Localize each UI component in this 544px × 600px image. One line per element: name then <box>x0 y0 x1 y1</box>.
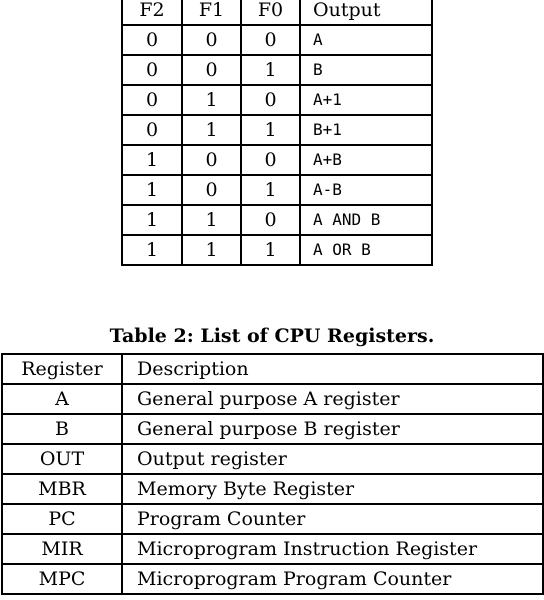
table-row: OUT Output register <box>1 443 544 475</box>
cell-f0: 0 <box>240 24 301 56</box>
cell-output: A <box>299 24 433 56</box>
cell-description: Output register <box>121 443 544 475</box>
cell-f2: 1 <box>121 234 183 266</box>
cell-register: MBR <box>1 473 123 505</box>
cell-f0: 1 <box>240 114 301 146</box>
table-header-row: Register Description <box>1 353 544 385</box>
cell-f1: 0 <box>181 174 242 206</box>
cell-f2: 0 <box>121 24 183 56</box>
header-output: Output <box>299 0 433 26</box>
cell-f2: 0 <box>121 84 183 116</box>
header-f2: F2 <box>121 0 183 26</box>
table-row: MPC Microprogram Program Counter <box>1 563 544 595</box>
table-row: MBR Memory Byte Register <box>1 473 544 505</box>
cell-output: B+1 <box>299 114 433 146</box>
cell-output: A AND B <box>299 204 433 236</box>
cell-f0: 1 <box>240 174 301 206</box>
cell-description: Program Counter <box>121 503 544 535</box>
cell-register: B <box>1 413 123 445</box>
cell-f2: 1 <box>121 144 183 176</box>
cell-f0: 0 <box>240 204 301 236</box>
cell-f1: 1 <box>181 204 242 236</box>
cell-f0: 1 <box>240 234 301 266</box>
table-header-row: F2 F1 F0 Output <box>121 0 433 26</box>
cell-f1: 0 <box>181 54 242 86</box>
cell-f2: 1 <box>121 204 183 236</box>
table-row: 0 1 1 B+1 <box>121 114 433 146</box>
cell-output: A OR B <box>299 234 433 266</box>
table-caption: Table 2: List of CPU Registers. <box>109 325 435 347</box>
cell-f2: 1 <box>121 174 183 206</box>
cell-f1: 0 <box>181 24 242 56</box>
cell-description: General purpose B register <box>121 413 544 445</box>
table-row: A General purpose A register <box>1 383 544 415</box>
header-f0: F0 <box>240 0 301 26</box>
cell-description: General purpose A register <box>121 383 544 415</box>
cell-output: A+1 <box>299 84 433 116</box>
table-row: 1 0 1 A-B <box>121 174 433 206</box>
header-f1: F1 <box>181 0 242 26</box>
cell-output: B <box>299 54 433 86</box>
cell-register: MPC <box>1 563 123 595</box>
cell-output: A-B <box>299 174 433 206</box>
cell-output: A+B <box>299 144 433 176</box>
cell-f1: 1 <box>181 234 242 266</box>
cell-description: Memory Byte Register <box>121 473 544 505</box>
table-row: 1 1 0 A AND B <box>121 204 433 236</box>
cell-f0: 0 <box>240 84 301 116</box>
table-row: PC Program Counter <box>1 503 544 535</box>
cell-f1: 1 <box>181 114 242 146</box>
header-register: Register <box>1 353 123 385</box>
table-row: 0 0 1 B <box>121 54 433 86</box>
header-description: Description <box>121 353 544 385</box>
cell-f2: 0 <box>121 114 183 146</box>
cpu-registers-table: Register Description A General purpose A… <box>1 353 544 595</box>
cell-register: MIR <box>1 533 123 565</box>
alu-function-table: F2 F1 F0 Output 0 0 0 A 0 0 1 B 0 1 0 A+… <box>121 0 433 266</box>
table-row: 1 1 1 A OR B <box>121 234 433 266</box>
cell-f0: 0 <box>240 144 301 176</box>
cell-register: PC <box>1 503 123 535</box>
cell-register: A <box>1 383 123 415</box>
cell-f1: 1 <box>181 84 242 116</box>
cell-description: Microprogram Instruction Register <box>121 533 544 565</box>
table-row: MIR Microprogram Instruction Register <box>1 533 544 565</box>
table-row: B General purpose B register <box>1 413 544 445</box>
cell-description: Microprogram Program Counter <box>121 563 544 595</box>
cell-register: OUT <box>1 443 123 475</box>
cell-f2: 0 <box>121 54 183 86</box>
cell-f0: 1 <box>240 54 301 86</box>
table-row: 0 0 0 A <box>121 24 433 56</box>
cell-f1: 0 <box>181 144 242 176</box>
table-row: 0 1 0 A+1 <box>121 84 433 116</box>
table-row: 1 0 0 A+B <box>121 144 433 176</box>
